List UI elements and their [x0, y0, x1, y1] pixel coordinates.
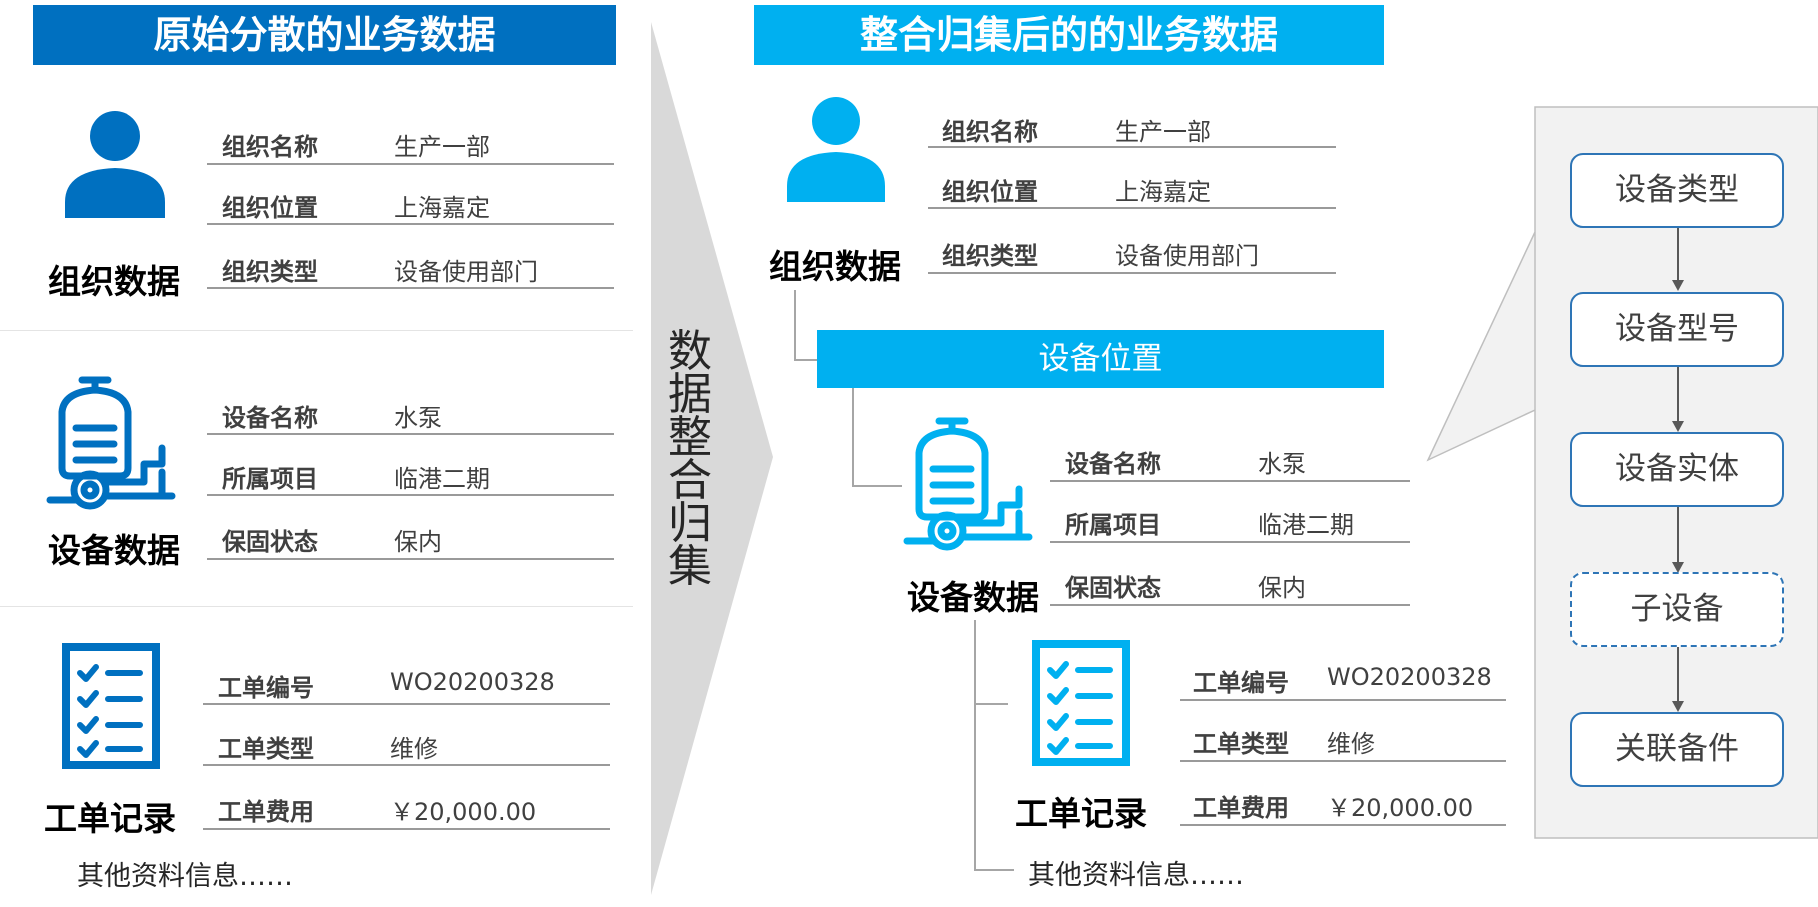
right-wo-value-1: WO20200328	[1327, 663, 1492, 691]
right-wo-value-2: 维修	[1327, 730, 1375, 758]
left-org-value-3: 设备使用部门	[394, 258, 538, 286]
left-wo-label-1: 工单编号	[218, 674, 314, 702]
node-related-spare-parts: 关联备件	[1570, 712, 1784, 787]
right-wo-title: 工单记录	[1015, 794, 1147, 833]
right-wo-label-1: 工单编号	[1193, 669, 1289, 697]
right-equip-value-2: 临港二期	[1258, 511, 1354, 539]
left-org-label-2: 组织位置	[222, 194, 318, 222]
right-wo-underline-2	[1180, 760, 1506, 762]
left-section-divider-1	[0, 330, 633, 331]
arrow-down-icon	[1672, 280, 1684, 291]
right-equip-underline-2	[1050, 541, 1410, 543]
arrow-down-icon	[1672, 562, 1684, 573]
right-panel-title: 整合归集后的的业务数据	[754, 5, 1384, 65]
left-wo-underline-1	[203, 703, 610, 705]
left-wo-value-1: WO20200328	[390, 668, 555, 696]
left-equip-value-1: 水泵	[394, 404, 442, 432]
arrow-line-4	[1677, 647, 1679, 701]
right-equip-underline-3	[1050, 604, 1410, 606]
work-order-checklist-icon	[1032, 640, 1130, 766]
right-wo-value-3: ￥20,000.00	[1327, 794, 1474, 822]
left-org-label-3: 组织类型	[222, 258, 318, 286]
right-equip-label-3: 保固状态	[1065, 574, 1161, 602]
integration-arrow-shape	[651, 22, 773, 895]
left-equip-value-3: 保内	[394, 528, 442, 556]
left-equip-underline-2	[207, 494, 614, 496]
arrow-down-icon	[1672, 701, 1684, 712]
right-equip-label-2: 所属项目	[1065, 511, 1161, 539]
left-org-value-2: 上海嘉定	[394, 194, 490, 222]
arrow-line-3	[1677, 507, 1679, 562]
equipment-tank-icon	[903, 417, 1033, 551]
left-equip-underline-3	[207, 558, 614, 560]
left-other-info: 其他资料信息……	[77, 861, 293, 892]
left-equip-label-3: 保固状态	[222, 528, 318, 556]
right-equip-underline-1	[1050, 480, 1410, 482]
left-equip-label-1: 设备名称	[222, 404, 318, 432]
right-org-underline-1	[928, 146, 1336, 148]
equipment-tank-icon	[46, 376, 176, 510]
tree-connector-org	[794, 290, 796, 360]
node-equipment-model: 设备型号	[1570, 292, 1784, 367]
right-org-underline-2	[928, 207, 1336, 209]
tree-connector-equip	[974, 620, 976, 870]
left-wo-label-3: 工单费用	[218, 798, 314, 826]
integration-label: 数据整合归集	[668, 326, 712, 592]
right-equip-value-1: 水泵	[1258, 450, 1306, 478]
right-wo-underline-1	[1180, 699, 1506, 701]
right-org-title: 组织数据	[769, 247, 901, 286]
tree-connector-location	[852, 388, 854, 486]
left-wo-label-2: 工单类型	[218, 735, 314, 763]
left-equip-label-2: 所属项目	[222, 465, 318, 493]
right-org-value-1: 生产一部	[1115, 118, 1211, 146]
left-org-underline-1	[207, 163, 614, 165]
right-org-value-3: 设备使用部门	[1115, 242, 1259, 270]
node-sub-equipment: 子设备	[1570, 572, 1784, 647]
tree-connector-org-h	[794, 359, 818, 361]
right-other-info: 其他资料信息……	[1028, 860, 1244, 891]
left-wo-underline-2	[203, 764, 610, 766]
tree-connector-location-h	[852, 485, 902, 487]
right-wo-label-3: 工单费用	[1193, 794, 1289, 822]
arrow-line-1	[1677, 228, 1679, 280]
left-equip-value-2: 临港二期	[394, 465, 490, 493]
person-icon	[787, 97, 885, 202]
left-org-title: 组织数据	[48, 262, 180, 301]
work-order-checklist-icon	[62, 643, 160, 769]
left-equip-underline-1	[207, 433, 614, 435]
arrow-down-icon	[1672, 421, 1684, 432]
left-org-underline-3	[207, 287, 614, 289]
left-panel-title: 原始分散的业务数据	[33, 5, 616, 65]
left-org-value-1: 生产一部	[394, 133, 490, 161]
right-equip-title: 设备数据	[907, 578, 1039, 617]
node-equipment-type: 设备类型	[1570, 153, 1784, 228]
right-org-label-3: 组织类型	[942, 242, 1038, 270]
left-org-underline-2	[207, 223, 614, 225]
right-org-label-2: 组织位置	[942, 178, 1038, 206]
right-equip-value-3: 保内	[1258, 574, 1306, 602]
arrow-line-2	[1677, 367, 1679, 421]
left-equip-title: 设备数据	[48, 531, 180, 570]
right-wo-underline-3	[1180, 824, 1506, 826]
right-org-label-1: 组织名称	[942, 118, 1038, 146]
left-wo-title: 工单记录	[44, 799, 176, 838]
right-equip-label-1: 设备名称	[1065, 450, 1161, 478]
person-icon	[65, 111, 165, 218]
left-wo-value-3: ￥20,000.00	[390, 798, 537, 826]
left-section-divider-2	[0, 606, 633, 607]
left-wo-underline-3	[203, 828, 610, 830]
tree-connector-equip-wo	[974, 703, 1008, 705]
equipment-location-bar: 设备位置	[817, 330, 1384, 388]
right-org-value-2: 上海嘉定	[1115, 178, 1211, 206]
right-wo-label-2: 工单类型	[1193, 730, 1289, 758]
right-org-underline-3	[928, 272, 1336, 274]
left-wo-value-2: 维修	[390, 735, 438, 763]
left-org-label-1: 组织名称	[222, 133, 318, 161]
tree-connector-equip-other	[974, 869, 1014, 871]
node-equipment-entity: 设备实体	[1570, 432, 1784, 507]
